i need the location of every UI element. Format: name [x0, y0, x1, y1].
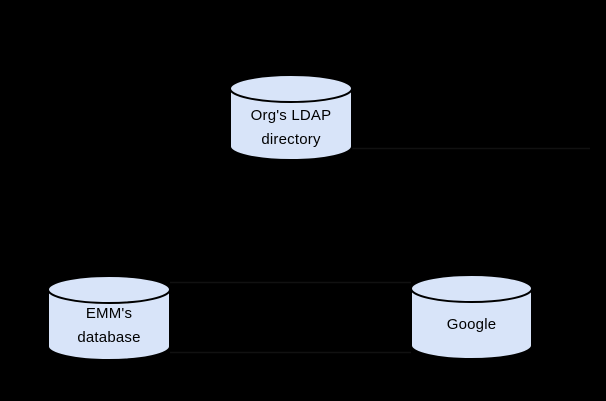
ldap-cylinder [229, 74, 353, 161]
ldap-label-line2: directory [261, 131, 321, 148]
ldap-cylinder-top [229, 74, 353, 103]
google-node-label: Google [411, 313, 532, 337]
google-cylinder-body [410, 288, 533, 360]
emm-label-line1: EMM's [85, 305, 133, 322]
ldap-label-line1: Org's LDAP [250, 107, 332, 124]
google-cylinder-top [410, 274, 533, 303]
emm-cylinder-body [47, 289, 171, 361]
emm-cylinder [47, 275, 171, 361]
emm-label-line2: database [77, 329, 141, 346]
google-label-line1: Google [446, 316, 497, 333]
emm-cylinder-top [47, 275, 171, 304]
ldap-node-label: Org's LDAP directory [230, 104, 352, 152]
ldap-cylinder-body [229, 88, 353, 161]
google-cylinder [410, 274, 533, 360]
emm-node-label: EMM's database [48, 302, 170, 350]
